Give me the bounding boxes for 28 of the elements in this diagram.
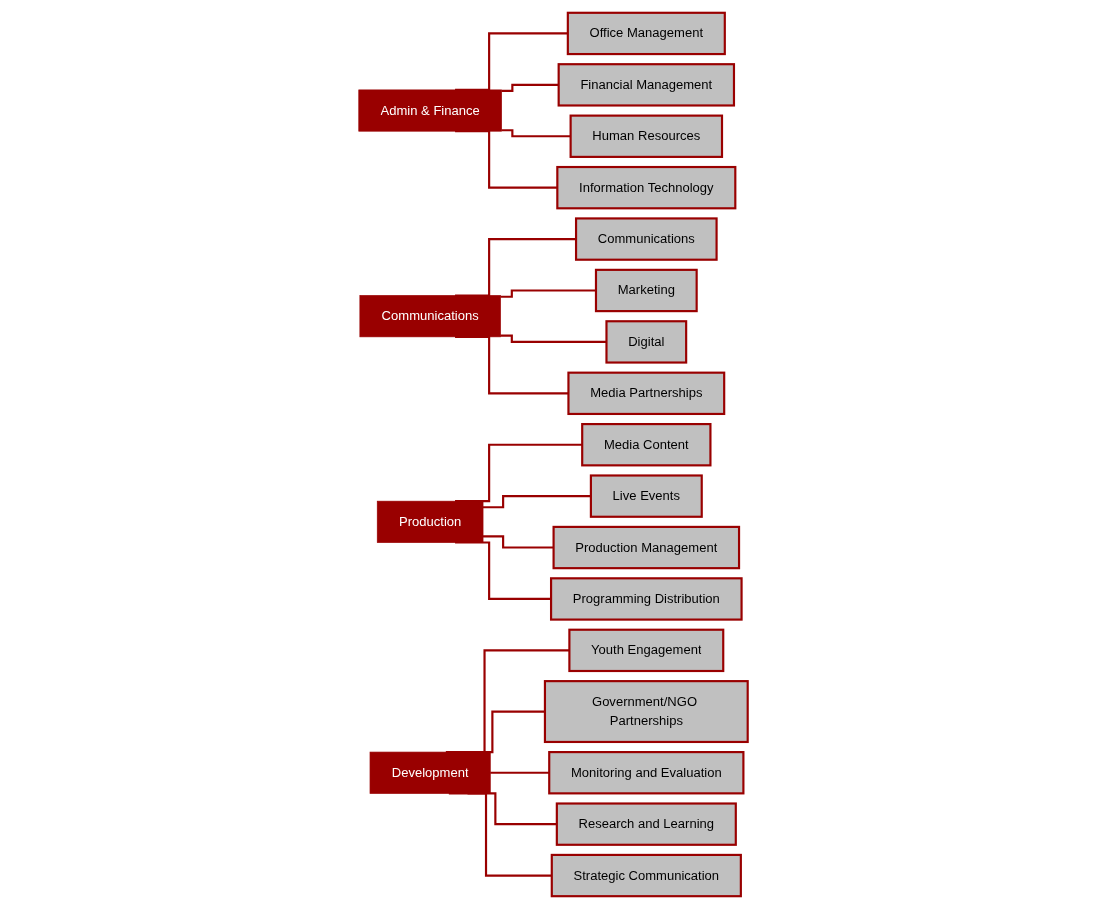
node-box: Live Events (590, 474, 704, 518)
node-box: Marketing (595, 268, 698, 313)
node-box: Human Resources (569, 114, 724, 158)
connector (501, 83, 559, 92)
connector (483, 535, 554, 549)
node-box: Media Partnerships (567, 371, 726, 416)
node-box: Media Content (581, 423, 712, 467)
node-box: Communications (575, 217, 718, 261)
node-box: Office Management (567, 11, 727, 56)
connector (501, 129, 571, 138)
node-box: Communications (359, 295, 502, 338)
connector (483, 495, 592, 509)
node-box: Strategic Communication (550, 853, 743, 898)
node-box: Monitoring and Evaluation (548, 751, 745, 795)
connector (500, 289, 597, 298)
node-box: Financial Management (557, 63, 736, 107)
node-box: Information Technology (556, 165, 737, 210)
connector (490, 771, 550, 774)
node-box: Production (377, 500, 484, 543)
node-box: Admin & Finance (358, 89, 503, 132)
connector (500, 334, 607, 343)
node-box: Youth Engagement (568, 628, 725, 673)
node-box: Research and Learning (556, 802, 738, 846)
node-box: Programming Distribution (550, 577, 743, 621)
node-box: Digital (605, 320, 688, 364)
node-box: Development (369, 751, 491, 794)
node-box: Production Management (552, 525, 741, 570)
node-box: Government/NGO Partnerships (544, 680, 750, 744)
